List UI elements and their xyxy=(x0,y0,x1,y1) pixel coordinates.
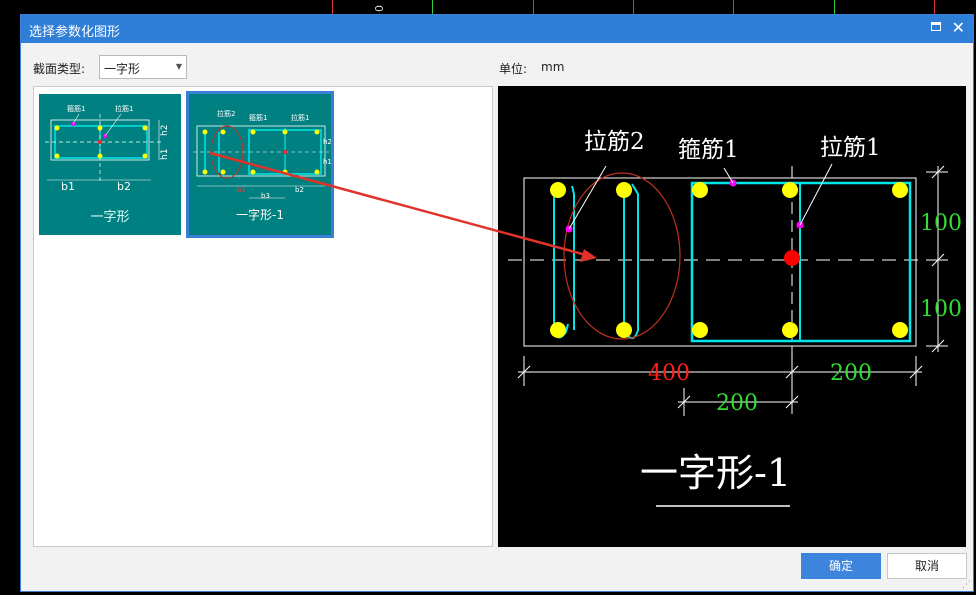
preview-title: 一字形-1 xyxy=(640,451,791,495)
dim-height-top: 100 xyxy=(920,211,962,236)
dim-b2: b2 xyxy=(295,186,304,194)
title-bar[interactable]: 选择参数化图形 ✕ xyxy=(21,15,973,43)
tag-stirrup: 箍筋1 xyxy=(67,104,85,113)
background-text: 0 xyxy=(372,5,385,12)
tag-stirrup: 箍筋1 xyxy=(249,113,267,122)
shape-thumbnail-yizixing[interactable]: 箍筋1 拉筋1 b1 b2 h2 h1 一字形 xyxy=(39,94,181,235)
shape-thumbnail-yizixing-1[interactable]: 拉筋2 箍筋1 拉筋1 b1 b2 b3 h2 h1 一字形-1 xyxy=(186,91,334,238)
dim-width-right: 200 xyxy=(830,361,872,386)
ok-button[interactable]: 确定 xyxy=(801,553,881,579)
background-line xyxy=(432,0,433,14)
section-type-value: 一字形 xyxy=(104,62,141,76)
thumbnail-label: 一字形-1 xyxy=(236,208,284,222)
maximize-button[interactable] xyxy=(931,22,941,31)
unit-value: mm xyxy=(541,60,565,74)
dim-width-total: 400 xyxy=(648,361,690,386)
resize-grip-icon[interactable]: ⋰ xyxy=(962,580,971,590)
close-button[interactable]: ✕ xyxy=(951,18,965,37)
tag-stirrup: 箍筋1 xyxy=(678,137,739,163)
shape-preview-canvas: 拉筋2 箍筋1 拉筋1 100 100 400 200 xyxy=(498,86,966,547)
dim-h2: h2 xyxy=(323,138,331,146)
background-line xyxy=(834,0,835,14)
dim-b3: b3 xyxy=(261,192,270,200)
section-type-label: 截面类型: xyxy=(33,62,86,76)
dim-b2: b2 xyxy=(117,180,131,193)
background-line xyxy=(332,0,333,14)
dim-b1: b1 xyxy=(61,180,75,193)
dim-h1: h1 xyxy=(160,149,170,160)
tag-tie1: 拉筋1 xyxy=(291,113,309,122)
tag-tie2: 拉筋2 xyxy=(584,129,645,155)
chevron-down-icon: ▼ xyxy=(175,62,182,71)
background-line xyxy=(533,0,534,14)
yizixing-diagram: 箍筋1 拉筋1 b1 b2 h2 h1 xyxy=(45,104,170,193)
select-parametric-shape-dialog: 选择参数化图形 ✕ 截面类型: 一字形 ▼ 单位: mm 箍筋1 xyxy=(20,14,974,592)
cancel-button[interactable]: 取消 xyxy=(887,553,967,579)
dim-h2: h2 xyxy=(160,125,170,136)
tag-tie2: 拉筋2 xyxy=(217,109,235,118)
thumbnail-label: 一字形 xyxy=(90,210,130,225)
preview-diagram: 拉筋2 箍筋1 拉筋1 100 100 400 200 xyxy=(508,129,962,507)
section-type-dropdown[interactable]: 一字形 ▼ xyxy=(99,55,187,79)
tag-tie: 拉筋1 xyxy=(115,104,133,113)
unit-label: 单位: xyxy=(499,62,528,76)
dim-h1: h1 xyxy=(323,158,331,166)
tag-tie1: 拉筋1 xyxy=(820,135,881,161)
dim-width-mid: 200 xyxy=(716,391,758,416)
background-line xyxy=(633,0,634,14)
dim-height-bottom: 100 xyxy=(920,297,962,322)
shape-list[interactable]: 箍筋1 拉筋1 b1 b2 h2 h1 一字形 xyxy=(33,86,493,547)
background-line xyxy=(733,0,734,14)
background-line xyxy=(934,0,935,14)
dim-b1: b1 xyxy=(237,186,246,194)
dialog-title: 选择参数化图形 xyxy=(29,25,121,40)
